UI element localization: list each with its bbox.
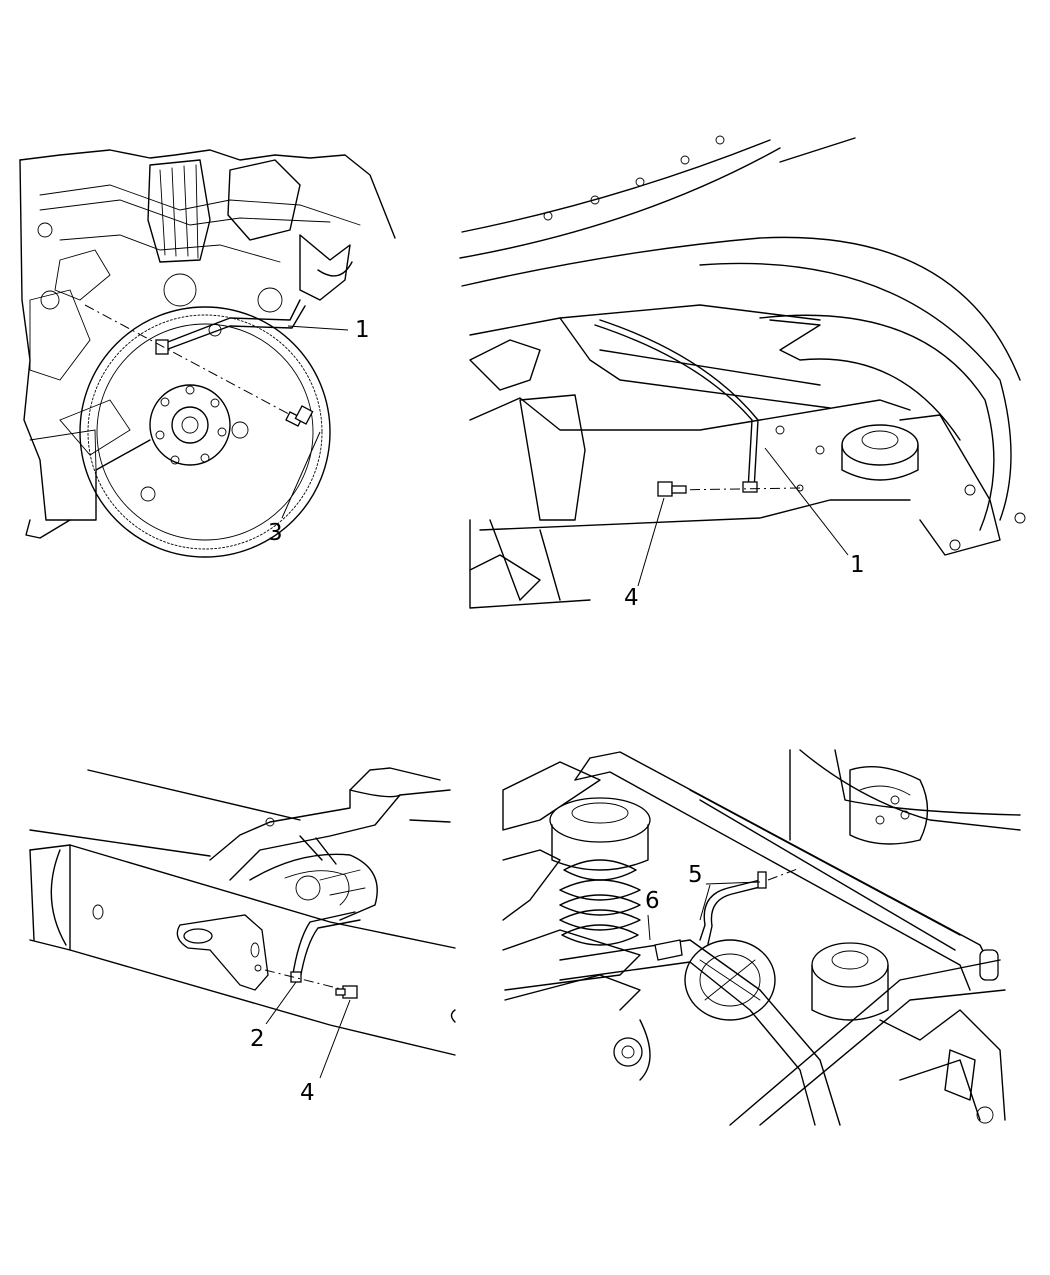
view-engine-flexplate: 1 3 (19, 149, 396, 558)
bolt-icon (657, 481, 687, 497)
bolt-icon (285, 405, 314, 427)
view-rear-suspension: 5 6 (502, 749, 1021, 1126)
view-body-wheelwell: 1 4 (459, 135, 1026, 611)
callout-bracket: 6 (645, 888, 660, 914)
bolt-icon (335, 985, 358, 999)
callout-bolt: 4 (624, 585, 639, 611)
callout-bolt: 4 (300, 1080, 315, 1106)
view-frame-tow-hook: 2 4 (29, 767, 456, 1106)
callout-ground-strap: 1 (850, 552, 865, 578)
callout-bolt: 3 (268, 520, 283, 546)
callout-ground-strap: 2 (250, 1026, 265, 1052)
callout-ground-strap: 5 (688, 862, 703, 888)
callout-ground-strap: 1 (355, 317, 370, 343)
